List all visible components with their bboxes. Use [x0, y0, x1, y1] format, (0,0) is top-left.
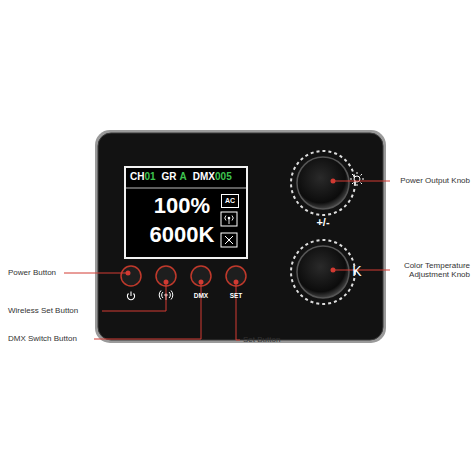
knob-scale: [291, 240, 355, 304]
callout-label: Set Button: [243, 335, 280, 344]
lcd-screen: AC CH01 GRA DMX005 100% 6000K: [125, 167, 247, 258]
readout-text: 6000K: [150, 222, 215, 247]
callout-label: Power Button: [8, 268, 56, 277]
panel-rim: [95, 130, 386, 343]
power-output-knob: [297, 157, 349, 209]
knob-marking: K: [352, 263, 361, 279]
power-button: [121, 266, 141, 286]
knob-marking: +/-: [316, 216, 329, 229]
status-text: CH: [130, 171, 144, 183]
callout-label: DMX Switch Button: [8, 334, 77, 343]
status-text: 01: [144, 171, 155, 183]
status-text: 005: [215, 171, 232, 183]
set-button: [226, 266, 246, 286]
button-marking: DMX: [194, 292, 208, 299]
leader-line: [64, 273, 127, 274]
leader-line: [236, 282, 240, 340]
dmx-button: [191, 266, 211, 286]
fan-status-icon: [221, 233, 237, 247]
power-icon: [127, 292, 134, 300]
button-row: [121, 266, 246, 286]
callout-label: Color Temperature Adjustment Knob: [394, 261, 470, 279]
panel-body: [98, 133, 383, 340]
color-temperature-knob: [297, 246, 349, 298]
knob-scale: [291, 151, 355, 215]
leader-line: [333, 181, 390, 182]
screen-frame: [125, 167, 247, 258]
callout-label: Wireless Set Button: [8, 306, 78, 315]
status-text: GR: [162, 171, 177, 183]
button-marking: SET: [230, 292, 243, 299]
screen-divider: [126, 188, 246, 189]
leader-lines: [64, 181, 390, 340]
status-text: DMX: [193, 171, 215, 183]
wireless-status-icon: [221, 212, 237, 226]
power-source-indicator: AC: [225, 197, 235, 205]
leader-dots: [126, 179, 336, 285]
callout-label: Power Output Knob: [394, 176, 470, 185]
ac-indicator: AC: [221, 194, 239, 208]
readout-text: 100%: [154, 193, 210, 218]
wireless-button: [156, 266, 176, 286]
brightness-icon: [350, 172, 364, 186]
leader-line: [102, 282, 166, 311]
status-text: A: [180, 171, 187, 183]
leader-line: [94, 282, 201, 339]
